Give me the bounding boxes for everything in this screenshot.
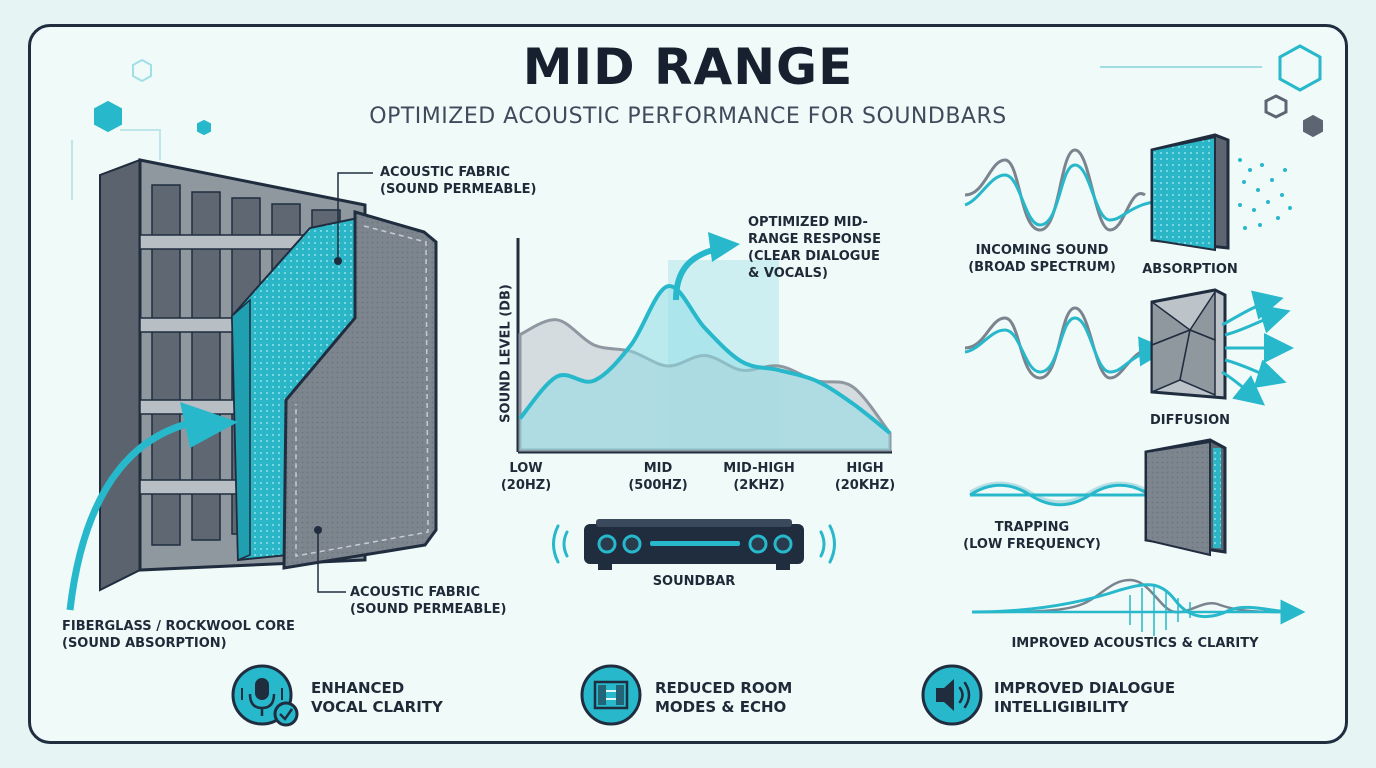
label-core-line1: FIBERGLASS / ROCKWOOL CORE [62,619,295,634]
x-tick-mid-high: MID-HIGH (2kHz) [716,460,802,494]
label-absorption: ABSORPTION [1142,262,1238,277]
x-tick-high-sub: (20kHz) [834,478,896,493]
chart-annotation-line2: RANGE RESPONSE [748,232,881,247]
room-modes-icon [580,664,642,726]
x-tick-mid-name: MID [643,461,673,476]
label-fabric-bottom-line1: ACOUSTIC FABRIC [350,585,481,600]
feature-room-modes-line2: MODES & ECHO [655,698,787,716]
feature-vocal-clarity: ENHANCED VOCAL CLARITY [311,679,443,717]
x-tick-mid-sub: (500Hz) [628,478,688,493]
x-tick-mid-high-name: MID-HIGH [723,461,795,476]
chart-annotation-line1: OPTIMIZED MID- [748,215,868,230]
acoustic-panel-illustration [66,158,438,611]
label-incoming-sound-line2: (BROAD SPECTRUM) [968,260,1116,275]
clarity-wave-illustration [971,578,1306,636]
x-tick-low: LOW (20Hz) [494,460,558,494]
feature-dialogue: IMPROVED DIALOGUE INTELLIGIBILITY [994,679,1175,717]
label-trapping-line2: (LOW FREQUENCY) [963,537,1101,552]
label-improved-acoustics: IMPROVED ACOUSTICS & CLARITY [1011,636,1259,651]
feature-dialogue-line1: IMPROVED DIALOGUE [994,679,1176,697]
hexagon-decorations [71,44,1323,200]
label-trapping: TRAPPING (LOW FREQUENCY) [962,519,1102,553]
trapping-illustration [969,438,1227,557]
label-incoming-sound: INCOMING SOUND (BROAD SPECTRUM) [962,242,1122,276]
x-tick-low-sub: (20Hz) [500,478,552,493]
x-tick-mid: MID (500Hz) [622,460,694,494]
label-fabric-top-line1: ACOUSTIC FABRIC [380,165,511,180]
feature-room-modes: REDUCED ROOM MODES & ECHO [655,679,792,717]
chart-annotation-line4: & VOCALS) [748,266,828,281]
absorption-illustration [964,133,1292,252]
x-tick-high: HIGH (20kHz) [830,460,900,494]
x-tick-mid-high-sub: (2kHz) [733,478,785,493]
feature-vocal-clarity-line1: ENHANCED [311,679,405,697]
feature-vocal-clarity-line2: VOCAL CLARITY [311,698,443,716]
page-subtitle: OPTIMIZED ACOUSTIC PERFORMANCE FOR SOUND… [369,104,1007,129]
label-fabric-top: ACOUSTIC FABRIC (SOUND PERMEABLE) [380,164,536,198]
diffusion-illustration [964,288,1294,406]
speaker-icon [921,664,983,726]
microphone-check-icon [231,664,299,727]
feature-dialogue-line2: INTELLIGIBILITY [994,698,1129,716]
x-tick-low-name: LOW [509,461,543,476]
chart-annotation-line3: (CLEAR DIALOGUE [748,249,880,264]
feature-room-modes-line1: REDUCED ROOM [655,679,793,697]
chart-annotation: OPTIMIZED MID- RANGE RESPONSE (CLEAR DIA… [748,214,881,282]
label-incoming-sound-line1: INCOMING SOUND [975,243,1109,258]
soundbar-label: SOUNDBAR [652,574,736,589]
chart-y-label: SOUND LEVEL (dB) [498,284,514,423]
soundbar-illustration [552,519,836,570]
series-optimized [518,284,892,435]
label-fabric-bottom: ACOUSTIC FABRIC (SOUND PERMEABLE) [350,584,506,618]
feature-icons [231,664,983,727]
frequency-chart [516,232,892,454]
page-title: MID RANGE [522,38,854,96]
label-core-line2: (SOUND ABSORPTION) [62,636,227,651]
label-diffusion: DIFFUSION [1149,413,1231,428]
x-tick-high-name: HIGH [846,461,884,476]
label-fabric-bottom-line2: (SOUND PERMEABLE) [350,602,507,617]
series-optimized-fill [520,286,890,450]
label-fabric-top-line2: (SOUND PERMEABLE) [380,182,537,197]
label-core: FIBERGLASS / ROCKWOOL CORE (SOUND ABSORP… [62,618,295,652]
label-trapping-line1: TRAPPING [994,520,1070,535]
